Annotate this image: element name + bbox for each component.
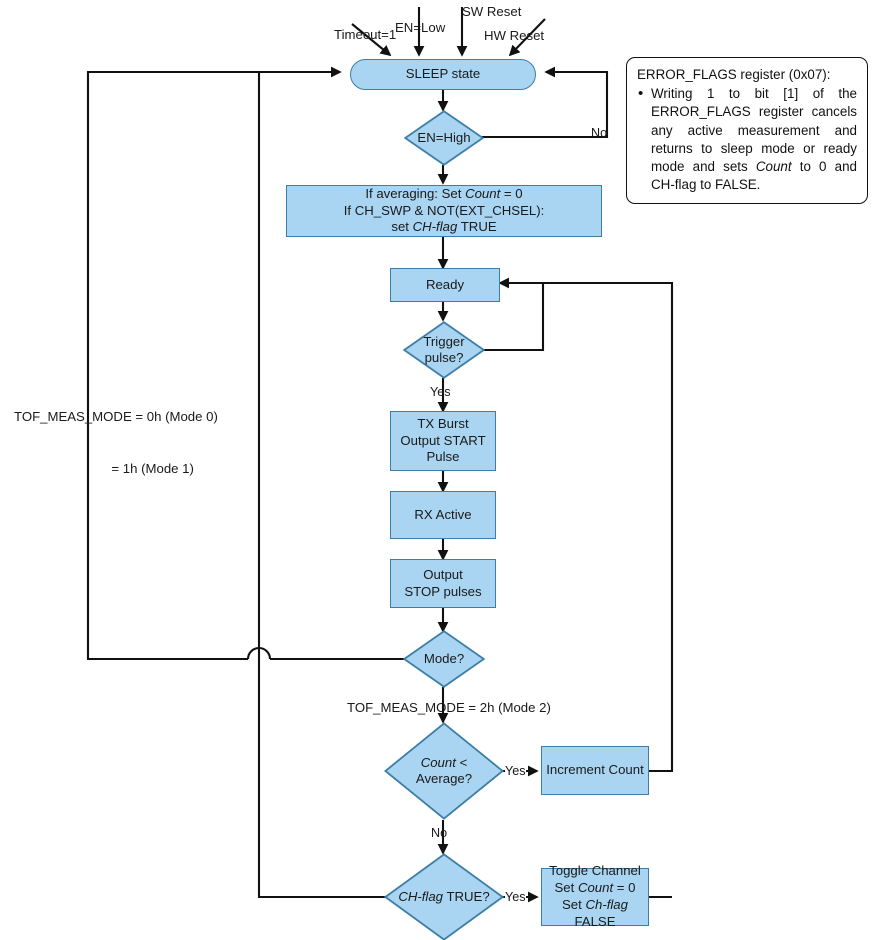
note-error-flags: ERROR_FLAGS register (0x07): Writing 1 t… <box>626 57 868 204</box>
input-label-sw-reset: SW Reset <box>462 4 522 19</box>
node-ch-flag-true[interactable] <box>384 853 504 940</box>
node-toggle-channel-line3: Set Ch-flag FALSE <box>562 897 628 929</box>
note-bullet-item: Writing 1 to bit [1] of the ERROR_FLAGS … <box>638 84 857 194</box>
node-output-stop[interactable]: Output STOP pulses <box>390 559 496 608</box>
node-sleep-state[interactable]: SLEEP state <box>350 59 536 90</box>
node-ready-label: Ready <box>425 276 465 292</box>
node-toggle-channel-line2: Set Count = 0 <box>554 880 636 896</box>
node-tx-burst-line2: Output START <box>400 432 486 448</box>
annotation-mode-0-1-line1: TOF_MEAS_MODE = 0h (Mode 0) <box>14 409 218 425</box>
note-bullet-list: Writing 1 to bit [1] of the ERROR_FLAGS … <box>637 84 857 194</box>
input-label-en-low: EN=Low <box>395 20 446 35</box>
node-tx-burst-line3: Pulse <box>426 449 460 465</box>
wire-right-return-bus <box>500 281 674 773</box>
edge-label-count-yes: Yes <box>505 764 526 780</box>
node-averaging[interactable]: If averaging: Set Count = 0 If CH_SWP & … <box>286 185 602 237</box>
node-en-high[interactable] <box>404 110 484 166</box>
node-averaging-line2: If CH_SWP & NOT(EXT_CHSEL): <box>343 202 545 218</box>
edge-label-ch-flag-yes: Yes <box>505 890 526 906</box>
node-rx-active[interactable]: RX Active <box>390 491 496 539</box>
node-trigger-pulse[interactable] <box>403 321 485 379</box>
annotation-mode-2: TOF_MEAS_MODE = 2h (Mode 2) <box>347 700 551 715</box>
node-output-stop-line1: Output <box>423 566 463 582</box>
node-tx-burst[interactable]: TX Burst Output START Pulse <box>390 411 496 471</box>
node-ready[interactable]: Ready <box>390 268 500 302</box>
edge-label-count-no: No <box>431 826 448 840</box>
node-mode[interactable] <box>403 630 485 688</box>
wire-line-hop <box>246 647 272 660</box>
edge-label-trigger-yes: Yes <box>430 385 451 399</box>
node-sleep-state-label: SLEEP state <box>405 66 481 82</box>
node-averaging-line3: set CH-flag TRUE <box>391 219 497 235</box>
input-label-hw-reset: HW Reset <box>484 28 545 43</box>
input-label-timeout: Timeout=1 <box>334 27 397 42</box>
node-rx-active-label: RX Active <box>414 506 472 522</box>
note-title: ERROR_FLAGS register (0x07): <box>637 67 831 82</box>
annotation-mode-0-1: TOF_MEAS_MODE = 0h (Mode 0) = 1h (Mode 1… <box>14 374 218 511</box>
node-toggle-channel[interactable]: Toggle Channel Set Count = 0 Set Ch-flag… <box>541 863 649 929</box>
node-count-average[interactable] <box>384 722 504 820</box>
node-output-stop-line2: STOP pulses <box>404 583 482 599</box>
node-tx-burst-line1: TX Burst <box>417 415 469 431</box>
edge-label-en-high-no: No <box>591 126 608 140</box>
wire-mode01-to-sleep <box>86 72 404 661</box>
node-increment-count[interactable]: Increment Count <box>541 746 649 795</box>
node-toggle-channel-line1: Toggle Channel <box>549 863 641 879</box>
node-averaging-line1: If averaging: Set Count = 0 <box>365 185 523 201</box>
node-increment-count-label: Increment Count <box>546 762 644 778</box>
annotation-mode-0-1-line2: = 1h (Mode 1) <box>111 460 194 476</box>
